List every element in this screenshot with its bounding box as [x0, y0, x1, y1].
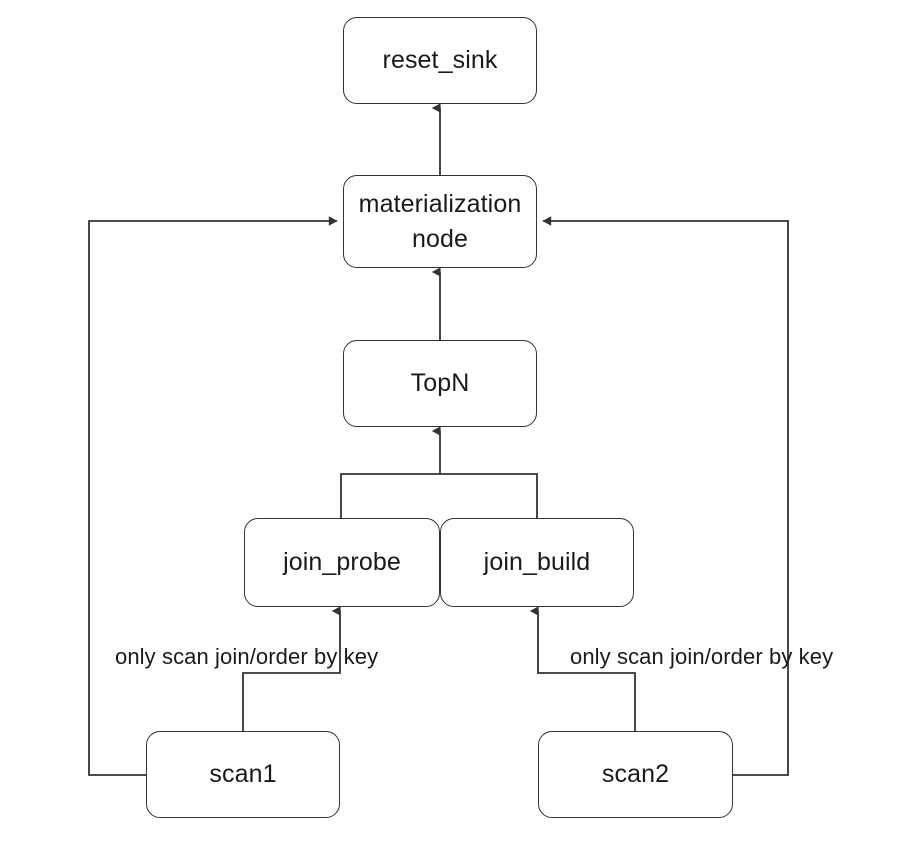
edge-joins-bracket-to-topn [340, 473, 538, 518]
node-topn[interactable]: TopN [343, 340, 537, 427]
node-materialization-node-label: materialization node [358, 190, 522, 253]
edge-label-scan2-to-join-build: only scan join/order by key [570, 644, 834, 669]
edge-label-scan1-to-join-probe: only scan join/order by key [115, 644, 379, 669]
node-scan2[interactable]: scan2 [538, 731, 733, 818]
node-scan2-label: scan2 [601, 760, 670, 789]
node-scan1[interactable]: scan1 [146, 731, 340, 818]
node-join-build[interactable]: join_build [440, 518, 634, 607]
edge-scan1-to-materialization-loop [88, 216, 338, 776]
node-reset-sink-label: reset_sink [382, 46, 498, 75]
node-materialization-node[interactable]: materialization node [343, 175, 537, 268]
edge-scan2-to-join-build [529, 606, 636, 731]
edge-scan2-to-materialization-loop [542, 216, 789, 776]
node-topn-label: TopN [410, 369, 470, 398]
node-join-probe[interactable]: join_probe [244, 518, 440, 607]
node-join-build-label: join_build [483, 548, 591, 577]
node-reset-sink[interactable]: reset_sink [343, 17, 537, 104]
node-scan1-label: scan1 [209, 760, 277, 789]
node-join-probe-label: join_probe [283, 548, 401, 577]
edge-scan1-to-join-probe [242, 606, 341, 731]
